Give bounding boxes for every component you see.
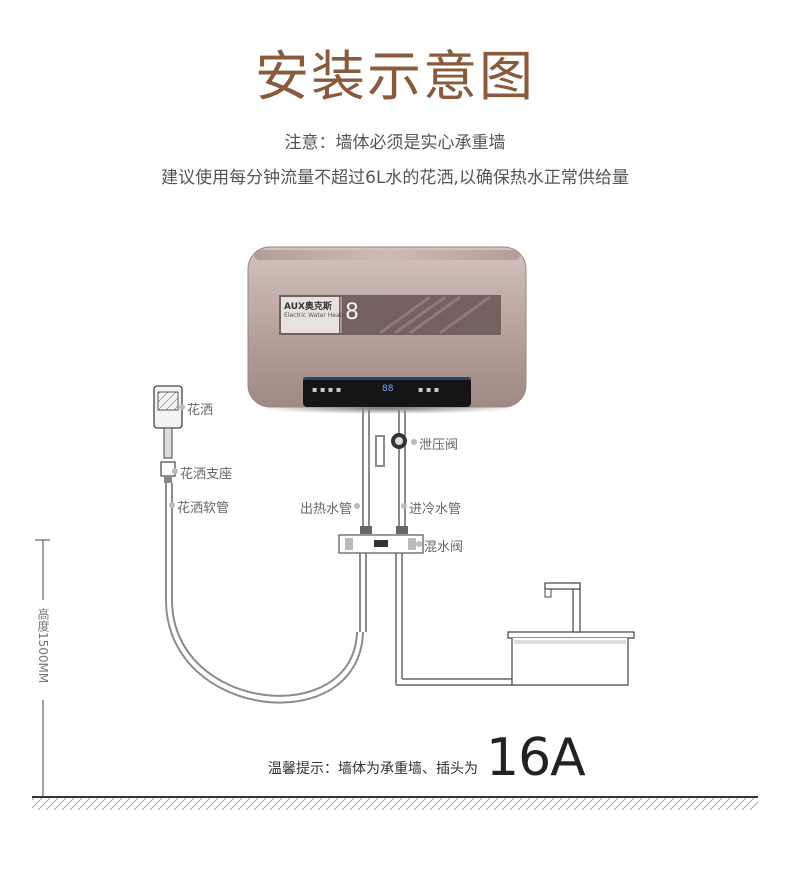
flow-note: 建议使用每分钟流量不超过6L水的花洒,以确保热水正常供给量 (161, 168, 629, 188)
heater-brand-plate (281, 297, 339, 333)
wall-note: 注意：墙体必须是实心承重墙 (284, 133, 506, 153)
label-markers (169, 404, 422, 547)
label-relief-valve: 泄压阀 (419, 438, 459, 453)
height-dimension (35, 539, 50, 797)
label-shower-hose: 花洒软管 (177, 501, 230, 516)
label-shower-holder: 花洒支座 (180, 467, 233, 482)
panel-icons: ▪ ▪ ▪ ▪ (312, 385, 342, 394)
tip-amperage: 16A (486, 728, 586, 788)
panel-icons-right: ▪ ▪ ▪ (418, 385, 440, 394)
label-shower-head: 花洒 (187, 403, 214, 418)
heater-subtitle: Electric Water Heater (284, 312, 349, 319)
water-heater (247, 246, 527, 408)
page-title: 安装示意图 (255, 45, 535, 108)
heater-brand: AUX奥克斯 (284, 302, 332, 312)
tip-text: 温馨提示：墙体为承重墙、插头为 (268, 761, 478, 777)
relief-valve (391, 433, 407, 449)
cold-fitting (396, 526, 408, 534)
floor (32, 796, 758, 810)
heater-display-digit: 8 (345, 300, 359, 325)
pipes (359, 407, 512, 686)
control-panel (303, 377, 471, 407)
basin (507, 631, 635, 686)
hot-fitting (360, 526, 372, 534)
label-hot-pipe: 出热水管 (300, 502, 353, 517)
label-cold-pipe: 进冷水管 (409, 502, 462, 517)
panel-readout: 88 (382, 384, 394, 394)
mixing-valve (338, 534, 424, 554)
label-mixing-valve: 混水阀 (424, 540, 464, 555)
faucet (544, 582, 581, 633)
shower-hose (165, 483, 364, 704)
height-label: 高度1500MM (36, 608, 50, 684)
shower-head (153, 385, 183, 459)
